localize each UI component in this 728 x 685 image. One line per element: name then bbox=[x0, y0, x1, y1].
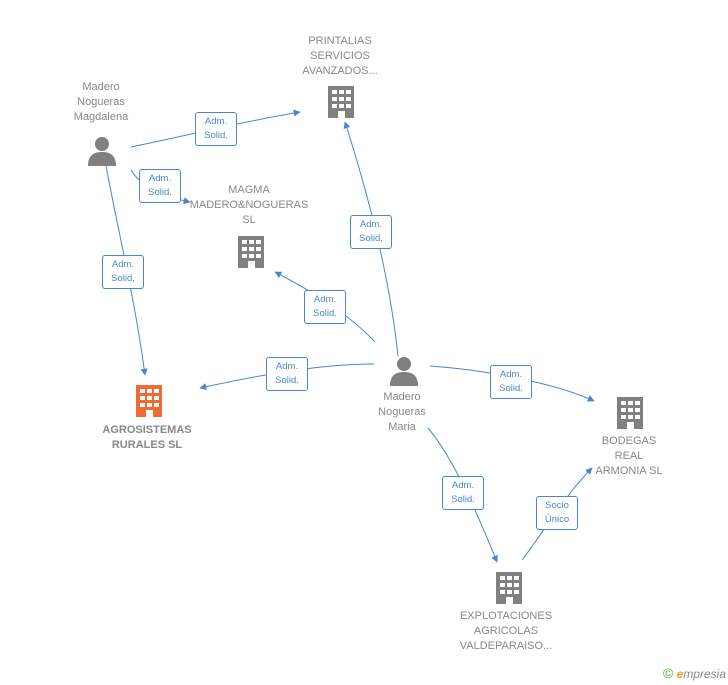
edge-label-explotaciones-bodegas[interactable]: Socio Único bbox=[536, 496, 578, 530]
magdalena-label-line: Magdalena bbox=[73, 111, 129, 123]
bodegas-label-line: BODEGAS bbox=[601, 435, 657, 447]
maria-person-icon[interactable] bbox=[390, 357, 418, 386]
agrosistemas-label[interactable]: AGROSISTEMAS RURALES SL bbox=[82, 423, 212, 453]
explotaciones-label-line: EXPLOTACIONES bbox=[459, 610, 553, 622]
magma-label-line: SL bbox=[242, 214, 256, 226]
printalias-label[interactable]: PRINTALIAS SERVICIOS AVANZADOS... bbox=[280, 34, 400, 79]
edge-label-line: Solid. bbox=[499, 383, 523, 394]
edge-label-maria-explotaciones[interactable]: Adm. Solid. bbox=[442, 476, 484, 510]
magma-building-icon[interactable] bbox=[238, 236, 264, 268]
magdalena-label-line: Nogueras bbox=[77, 96, 125, 108]
edge-label-line: Solid. bbox=[313, 308, 337, 319]
edge-label-line: Solid. bbox=[204, 130, 228, 141]
magdalena-label[interactable]: Madero Nogueras Magdalena bbox=[56, 80, 146, 125]
edge-label-line: Adm. bbox=[451, 480, 475, 491]
edge-label-maria-magma[interactable]: Adm. Solid. bbox=[304, 290, 346, 324]
edge-label-line: Adm. bbox=[204, 116, 228, 127]
bodegas-label-line: REAL bbox=[614, 450, 644, 462]
bodegas-building-icon[interactable] bbox=[617, 397, 643, 429]
edge-label-maria-bodegas[interactable]: Adm. Solid. bbox=[490, 365, 532, 399]
copyright-symbol: © bbox=[662, 665, 674, 681]
printalias-building-icon[interactable] bbox=[328, 86, 354, 118]
bodegas-label[interactable]: BODEGAS REAL ARMONIA SL bbox=[584, 434, 674, 479]
edge-label-line: Solid. bbox=[275, 375, 299, 386]
magma-label-line: MADERO&NOGUERAS bbox=[189, 199, 309, 211]
printalias-label-line: PRINTALIAS bbox=[308, 35, 372, 47]
empresia-logo: © empresia bbox=[663, 665, 726, 681]
edge-label-line: Adm. bbox=[359, 219, 383, 230]
explotaciones-building-icon[interactable] bbox=[496, 572, 522, 604]
maria-label-line: Maria bbox=[388, 421, 416, 433]
printalias-label-line: AVANZADOS... bbox=[302, 65, 378, 77]
magdalena-label-line: Madero bbox=[82, 81, 120, 93]
edge-label-line: Adm. bbox=[499, 369, 523, 380]
agrosistemas-building-icon[interactable] bbox=[136, 385, 162, 417]
edge-label-line: Adm. bbox=[111, 259, 135, 270]
edge-label-line: Socio bbox=[545, 500, 569, 511]
edge-label-line: Solid. bbox=[359, 233, 383, 244]
edge-label-line: Solid. bbox=[451, 494, 475, 505]
maria-label-line: Madero bbox=[383, 391, 421, 403]
edge-label-line: Adm. bbox=[313, 294, 337, 305]
edge-label-line: Adm. bbox=[275, 361, 299, 372]
explotaciones-label-line: AGRICOLAS bbox=[473, 625, 539, 637]
magdalena-person-icon[interactable] bbox=[88, 137, 116, 166]
brand-name: mpresia bbox=[683, 667, 726, 681]
explotaciones-label[interactable]: EXPLOTACIONES AGRICOLAS VALDEPARAISO... bbox=[446, 609, 566, 654]
printalias-label-line: SERVICIOS bbox=[310, 50, 370, 62]
maria-label-line: Nogueras bbox=[378, 406, 426, 418]
maria-label[interactable]: Madero Nogueras Maria bbox=[357, 390, 447, 435]
magma-label-line: MAGMA bbox=[228, 184, 270, 196]
edge-label-magdalena-magma[interactable]: Adm. Solid. bbox=[139, 169, 181, 203]
agrosistemas-label-line: AGROSISTEMAS bbox=[102, 424, 192, 436]
brand-initial: e bbox=[676, 667, 684, 681]
edge-label-line: Adm. bbox=[148, 173, 172, 184]
bodegas-label-line: ARMONIA SL bbox=[595, 465, 663, 477]
magma-label[interactable]: MAGMA MADERO&NOGUERAS SL bbox=[186, 183, 312, 228]
explotaciones-label-line: VALDEPARAISO... bbox=[459, 640, 553, 652]
edge-label-maria-printalias[interactable]: Adm. Solid. bbox=[350, 215, 392, 249]
agrosistemas-label-line: RURALES SL bbox=[111, 439, 183, 451]
edge-label-line: Solid. bbox=[148, 187, 172, 198]
edge-label-line: Único bbox=[544, 514, 570, 525]
edge-label-maria-agrosistemas[interactable]: Adm. Solid. bbox=[266, 357, 308, 391]
edge-label-magdalena-printalias[interactable]: Adm. Solid. bbox=[195, 112, 237, 146]
edge-label-magdalena-agrosistemas[interactable]: Adm. Solid. bbox=[102, 255, 144, 289]
edge-label-line: Solid. bbox=[111, 273, 135, 284]
